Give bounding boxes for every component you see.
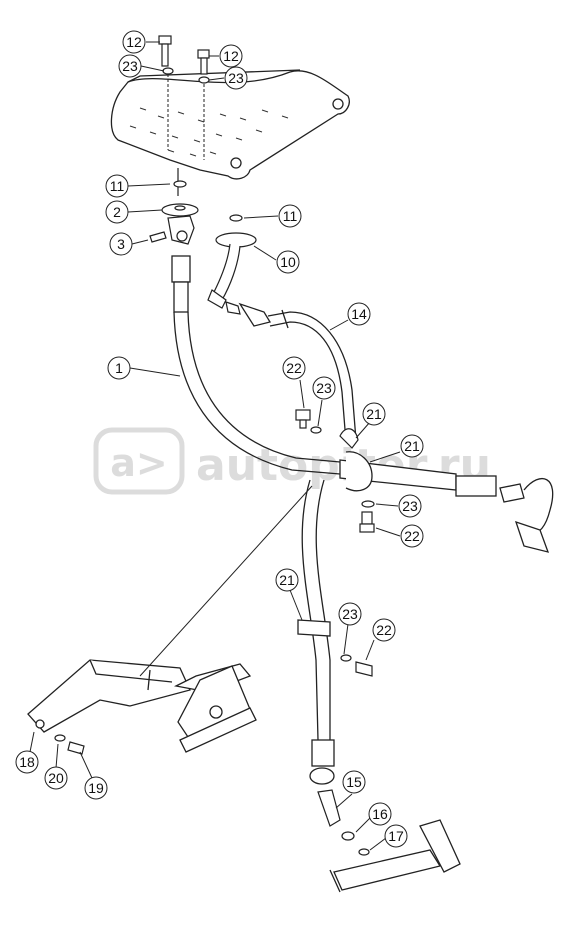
callout-label: 1 [115, 360, 123, 376]
callout-label: 16 [372, 806, 388, 822]
callout-22: 22 [372, 618, 396, 642]
callout-12: 12 [122, 30, 146, 54]
callout-11: 11 [278, 204, 302, 228]
callout-label: 11 [110, 178, 125, 194]
bolt-12-right [197, 49, 210, 84]
hose-14 [238, 302, 357, 443]
callout-label: 23 [228, 70, 244, 86]
callout-14: 14 [347, 302, 371, 326]
callout-label: 21 [404, 438, 420, 454]
pedal-bracket [27, 659, 257, 753]
callout-19: 19 [84, 776, 108, 800]
bolt-22-upper [295, 409, 322, 434]
callout-21: 21 [400, 434, 424, 458]
flange-10 [207, 214, 257, 315]
callout-label: 12 [126, 34, 142, 50]
callout-20: 20 [44, 766, 68, 790]
callout-18: 18 [15, 750, 39, 774]
callout-label: 23 [316, 380, 332, 396]
callout-label: 2 [113, 204, 121, 220]
callout-12: 12 [219, 44, 243, 68]
callout-label: 22 [376, 622, 392, 638]
callout-17: 17 [384, 824, 408, 848]
callout-label: 11 [283, 208, 298, 224]
callout-11: 11 [105, 174, 129, 198]
callout-label: 21 [366, 406, 382, 422]
callout-21: 21 [275, 568, 299, 592]
callout-23: 23 [312, 376, 336, 400]
right-pipe [339, 451, 554, 553]
callout-22: 22 [282, 356, 306, 380]
bolt-axis-lines [167, 74, 205, 160]
callout-label: 12 [223, 48, 239, 64]
fitting-15 [317, 789, 370, 856]
callout-3: 3 [109, 232, 133, 256]
flange-2 [149, 168, 199, 245]
callout-label: 18 [19, 754, 35, 770]
bolt-22-lower [340, 654, 373, 677]
callout-15: 15 [342, 770, 366, 794]
callout-21: 21 [362, 402, 386, 426]
callout-label: 17 [388, 828, 404, 844]
callout-label: 19 [88, 780, 104, 796]
callout-label: 21 [279, 572, 295, 588]
bolt-12-left [158, 35, 174, 75]
hose-1 [171, 255, 341, 475]
callout-label: 23 [342, 606, 358, 622]
bracket-plate [110, 69, 350, 180]
callout-label: 23 [402, 498, 418, 514]
callout-10: 10 [276, 250, 300, 274]
callout-23: 23 [118, 54, 142, 78]
callouts: 12 12 23 23 11 2 11 3 10 14 1 22 23 21 2… [15, 30, 424, 848]
clamp-21-upper [339, 428, 359, 449]
watermark-logo: a> [110, 441, 167, 485]
bolt-22-middle [359, 500, 375, 533]
callout-label: 22 [404, 528, 420, 544]
callout-23: 23 [398, 494, 422, 518]
callout-label: 15 [346, 774, 362, 790]
callout-23: 23 [224, 66, 248, 90]
lower-pipe [329, 819, 461, 893]
callout-16: 16 [368, 802, 392, 826]
callout-1: 1 [107, 356, 131, 380]
lower-hose [297, 479, 335, 785]
callout-label: 14 [351, 306, 367, 322]
callout-2: 2 [105, 200, 129, 224]
callout-23: 23 [338, 602, 362, 626]
callout-label: 22 [286, 360, 302, 376]
callout-label: 3 [117, 236, 125, 252]
callout-label: 10 [280, 254, 296, 270]
callout-label: 23 [122, 58, 138, 74]
callout-22: 22 [400, 524, 424, 548]
leader-lines [29, 41, 401, 851]
callout-label: 20 [48, 770, 64, 786]
bolt-19 [54, 734, 85, 755]
